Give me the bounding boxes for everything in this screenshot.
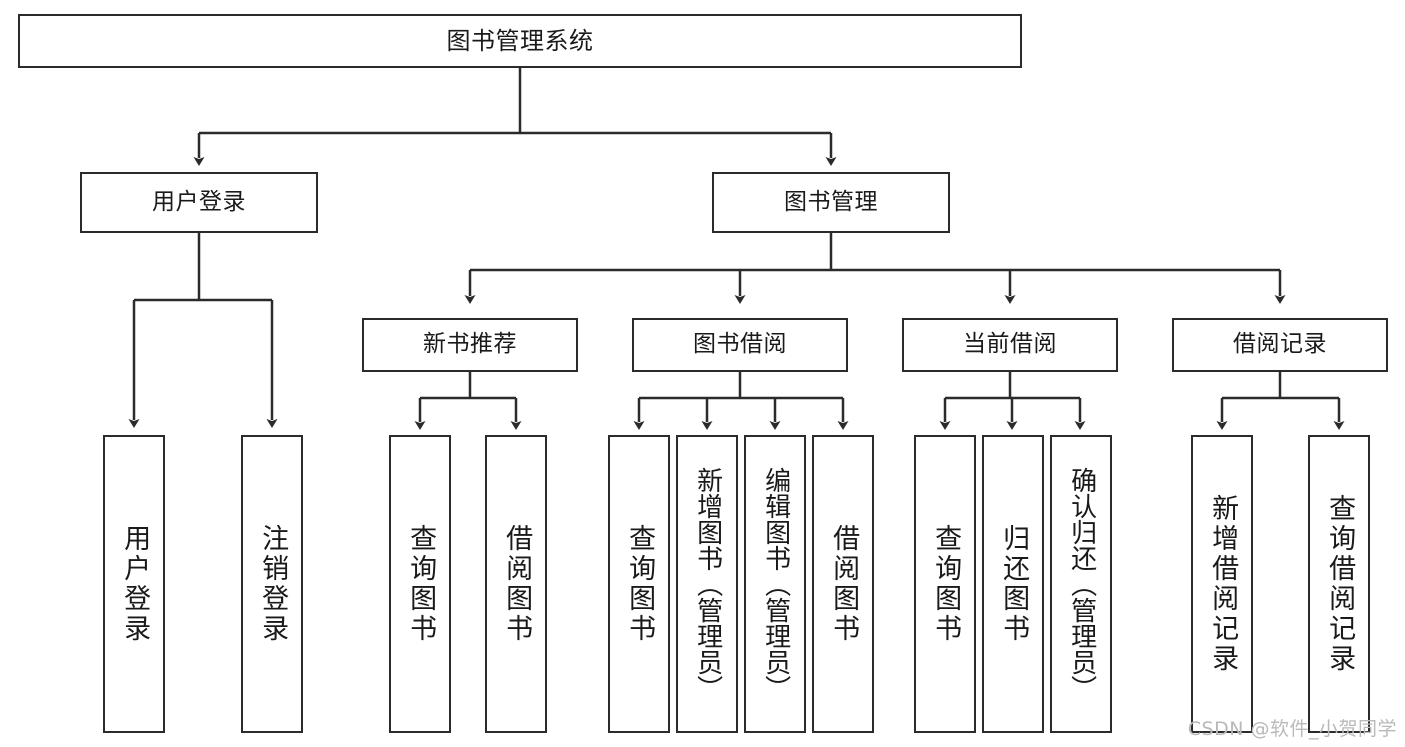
node-label: 图书管理 [784,188,878,215]
node-label: 归还图书 [998,524,1030,644]
node-label: 用户登录 [152,188,246,215]
node-label: 新书推荐 [423,331,517,358]
node-user-login[interactable]: 用户登录 [80,172,318,233]
node-label: 借阅图书 [828,524,860,644]
node-label: 注销登录 [257,524,289,644]
node-label: 确认归还（管理员） [1066,467,1097,701]
leaf-logout[interactable]: 注销登录 [241,435,303,733]
node-label: 新增图书（管理员） [692,467,723,701]
node-book-management[interactable]: 图书管理 [712,172,950,233]
leaf-return-book[interactable]: 归还图书 [982,435,1044,733]
leaf-borrow-book[interactable]: 借阅图书 [812,435,874,733]
leaf-add-book-admin[interactable]: 新增图书（管理员） [676,435,738,733]
node-label: 查询借阅记录 [1324,494,1356,674]
leaf-edit-book-admin[interactable]: 编辑图书（管理员） [744,435,806,733]
node-label: 查询图书 [624,524,656,644]
node-new-book-recommend[interactable]: 新书推荐 [362,318,578,372]
leaf-query-book-borrow[interactable]: 查询图书 [608,435,670,733]
leaf-query-book-recommend[interactable]: 查询图书 [389,435,451,733]
node-current-borrow[interactable]: 当前借阅 [902,318,1118,372]
node-label: 借阅图书 [501,524,533,644]
leaf-query-borrow-record[interactable]: 查询借阅记录 [1308,435,1370,733]
node-label: 新增借阅记录 [1207,494,1239,674]
node-label: 图书管理系统 [446,26,594,55]
node-label: 借阅记录 [1233,331,1327,358]
node-book-borrow[interactable]: 图书借阅 [632,318,848,372]
node-label: 用户登录 [119,524,151,644]
leaf-query-book-current[interactable]: 查询图书 [914,435,976,733]
node-label: 查询图书 [405,524,437,644]
node-label: 图书借阅 [693,331,787,358]
leaf-confirm-return-admin[interactable]: 确认归还（管理员） [1050,435,1112,733]
node-root-system[interactable]: 图书管理系统 [18,14,1022,68]
leaf-borrow-book-recommend[interactable]: 借阅图书 [485,435,547,733]
node-borrow-record[interactable]: 借阅记录 [1172,318,1388,372]
node-label: 查询图书 [930,524,962,644]
node-label: 编辑图书（管理员） [760,467,791,701]
leaf-add-borrow-record[interactable]: 新增借阅记录 [1191,435,1253,733]
leaf-user-login[interactable]: 用户登录 [103,435,165,733]
node-label: 当前借阅 [963,331,1057,358]
watermark: CSDN @软件_小贺同学 [1187,718,1397,740]
